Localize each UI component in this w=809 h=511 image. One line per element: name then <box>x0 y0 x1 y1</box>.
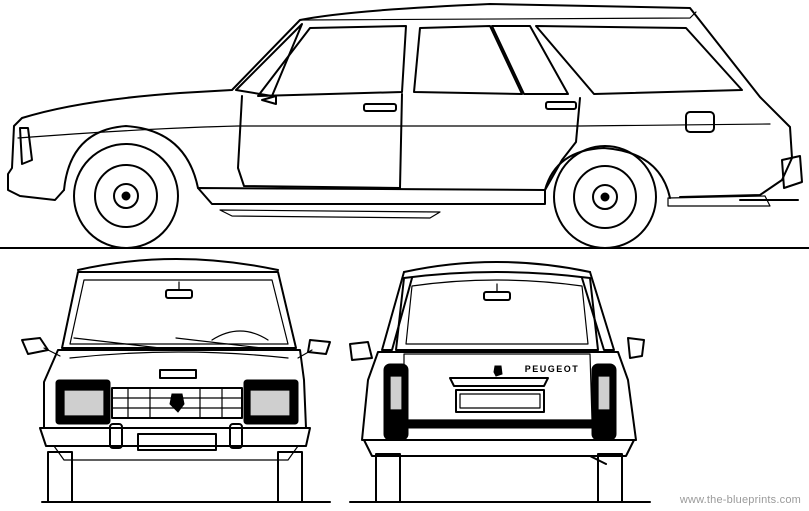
side-center-pillar-seam <box>399 93 403 189</box>
rear-taillight-right-lens <box>597 375 611 411</box>
rear-side-mirror-left <box>349 341 373 361</box>
front-windshield <box>61 271 297 349</box>
side-rear-door-handle <box>545 101 577 110</box>
side-front-hub-center <box>121 191 131 201</box>
side-rear-bumper <box>781 155 803 189</box>
side-roof-line <box>299 11 697 21</box>
side-front-door-window <box>257 25 407 97</box>
side-windshield <box>235 23 303 97</box>
front-side-mirror-left <box>21 337 49 355</box>
rear-lion-emblem <box>493 365 503 377</box>
front-rearview-mirror <box>165 289 193 299</box>
side-rear-wheel-arch <box>544 147 671 199</box>
front-windshield-inner <box>69 279 289 345</box>
side-mirror <box>261 95 277 105</box>
side-rear-hub <box>592 184 618 210</box>
rear-valance <box>363 439 635 457</box>
rear-plate-lamp <box>449 377 549 387</box>
rear-pillar-left <box>381 271 413 351</box>
front-view <box>21 258 331 503</box>
front-headlight-right-lens <box>249 389 291 417</box>
rear-roof <box>403 261 591 273</box>
front-grille <box>111 387 243 419</box>
side-view <box>0 3 809 249</box>
side-rear-quarter-window-b <box>535 25 743 95</box>
rear-bumper <box>407 419 593 429</box>
front-badge-plate <box>159 369 197 379</box>
side-rear-quarter-window-a <box>491 25 569 95</box>
front-bumper <box>39 427 311 447</box>
side-rear-hub-center <box>600 192 610 202</box>
watermark: www.the-blueprints.com <box>679 494 801 506</box>
front-roof <box>77 258 279 271</box>
side-rear-door-window <box>413 25 523 95</box>
side-rear-tyre <box>553 145 657 249</box>
rear-view: PEUGEOT <box>349 261 651 503</box>
front-headlight-left-lens <box>63 389 105 417</box>
side-front-door-seam <box>237 95 401 189</box>
front-overrider-left <box>109 423 123 449</box>
side-rear-underbody <box>667 195 771 207</box>
side-front-rim <box>94 164 158 228</box>
front-hood-line <box>69 351 289 359</box>
front-mirror-arm-left <box>43 347 61 357</box>
rear-license-plate <box>455 389 545 413</box>
rear-badge-text: PEUGEOT <box>525 364 580 374</box>
front-license-plate <box>137 433 217 451</box>
side-front-tyre <box>73 143 179 249</box>
front-side-mirror-right <box>307 339 331 355</box>
rear-tyre-right <box>597 453 623 503</box>
rear-pillar-right <box>581 271 615 351</box>
rear-interior-mirror <box>483 291 511 301</box>
side-rear-rim <box>573 165 637 229</box>
rear-tailgate-window <box>395 271 599 351</box>
side-front-lamp <box>19 127 33 165</box>
side-fuel-cap <box>685 111 715 133</box>
side-body-outline <box>7 3 793 201</box>
front-mirror-arm-right <box>297 349 313 359</box>
side-front-wheel-arch <box>63 125 199 191</box>
front-overrider-right <box>229 423 243 449</box>
side-rear-door-seam <box>544 97 581 191</box>
side-beltline <box>17 123 771 139</box>
front-tyre-left <box>47 451 73 503</box>
front-lion-emblem <box>169 393 185 413</box>
rear-taillight-left-lens <box>389 375 403 411</box>
side-front-hub <box>113 183 139 209</box>
side-front-door-handle <box>363 103 397 112</box>
front-wiper-left <box>73 337 161 349</box>
front-valance <box>53 445 299 461</box>
side-underbody <box>219 209 441 219</box>
rear-tyre-left <box>375 453 401 503</box>
rear-side-mirror-right <box>627 337 645 359</box>
front-steering-wheel <box>211 330 269 341</box>
rear-body <box>361 351 637 441</box>
rear-tailgate-window-inner <box>405 279 589 345</box>
side-rocker-panel <box>197 187 546 205</box>
rear-license-plate-inner <box>459 393 541 409</box>
front-tyre-right <box>277 451 303 503</box>
front-wiper-right <box>175 337 263 349</box>
